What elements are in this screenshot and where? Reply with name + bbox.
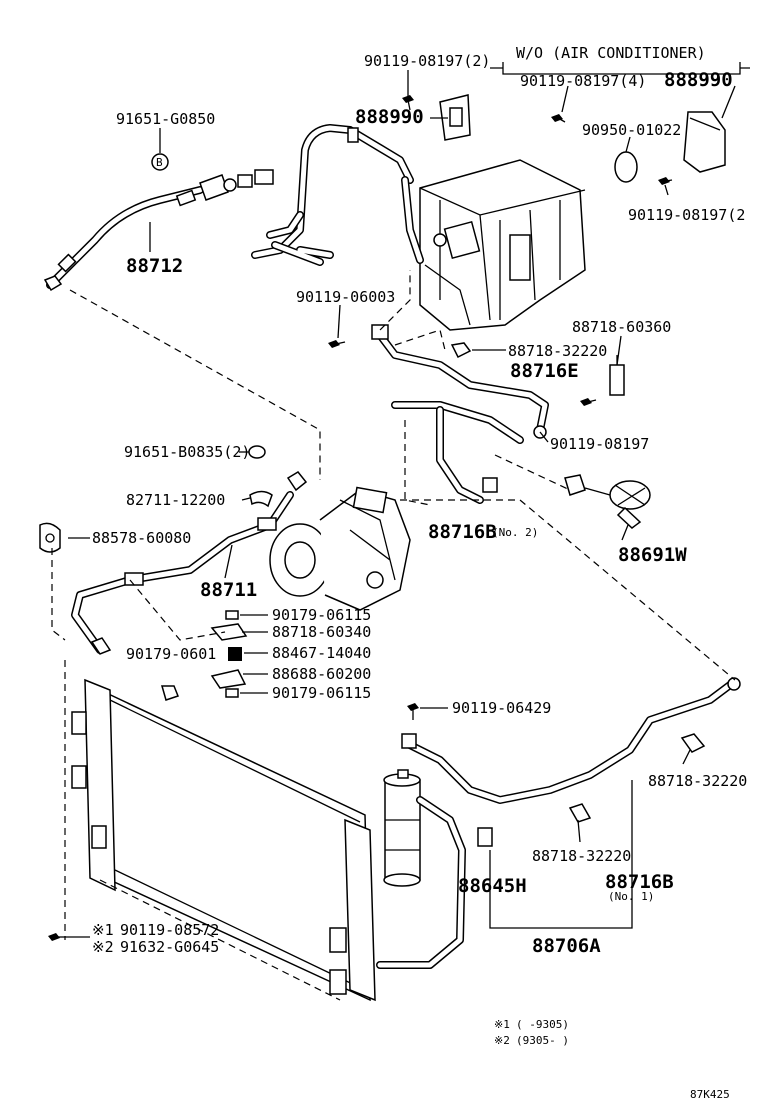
circle-b-marker: B xyxy=(151,153,169,171)
label-90179-06115-a: 90179-06115 xyxy=(272,606,371,624)
label-88467-14040: 88467-14040 xyxy=(272,644,371,662)
label-88688-60200: 88688-60200 xyxy=(272,665,371,683)
label-88716e: 88716E xyxy=(510,360,579,382)
liquid-pipe-88716b-no1 xyxy=(376,677,741,969)
label-88718-60360: 88718-60360 xyxy=(572,318,671,336)
footnotes: ※1 ( -9305) ※2 (9305- ) xyxy=(494,1018,569,1047)
bolt-icon xyxy=(48,95,673,941)
label-91651-b0835: 91651-B0835(2) xyxy=(124,443,250,461)
label-90119-08197-2: 90119-08197(2) xyxy=(364,52,490,70)
circle-b-text: B xyxy=(156,156,163,169)
mark-1: ※1 xyxy=(92,921,114,939)
label-91651-g0850: 91651-G0850 xyxy=(116,110,215,128)
label-90950-01022: 90950-01022 xyxy=(582,121,681,139)
compressor xyxy=(269,486,411,611)
label-88718-60340: 88718-60340 xyxy=(272,623,371,641)
part-labels: 90119-08197(2) W/O (AIR CONDITIONER) 901… xyxy=(92,44,747,957)
label-88716b-no1: 88716B xyxy=(605,871,674,893)
duct-cover-b xyxy=(683,111,726,173)
expansion-valve-88691w xyxy=(564,474,651,529)
receiver-dryer xyxy=(383,769,421,887)
routing-lines xyxy=(51,270,736,1001)
label-88691w: 88691W xyxy=(618,544,687,566)
footnote-2-mark: ※2 xyxy=(494,1034,510,1047)
label-90119-08197-4: 90119-08197(4) xyxy=(520,72,646,90)
label-888990-b: 888990 xyxy=(664,69,733,91)
label-88712: 88712 xyxy=(126,255,183,277)
label-88711: 88711 xyxy=(200,579,257,601)
mark-2: ※2 xyxy=(92,938,114,956)
footnote-1-text: ( -9305) xyxy=(516,1018,569,1031)
leader-lines xyxy=(66,62,750,938)
bracket-note: W/O (AIR CONDITIONER) xyxy=(516,44,706,62)
label-90119-06429: 90119-06429 xyxy=(452,699,551,717)
label-88718-32220-b: 88718-32220 xyxy=(648,772,747,790)
clamp-82711 xyxy=(249,490,273,508)
label-90179-06017: 90179-0601 xyxy=(126,645,216,663)
duct-cover-a xyxy=(439,94,471,141)
label-91632-g0645: 91632-G0645 xyxy=(120,938,219,956)
label-88718-32220-a: 88718-32220 xyxy=(508,342,607,360)
label-82711-12200: 82711-12200 xyxy=(126,491,225,509)
liquid-pipes-88716 xyxy=(371,324,625,504)
label-88716b-no2-sub: (No. 2) xyxy=(492,526,538,539)
label-888990-a: 888990 xyxy=(355,106,424,128)
footnote-2-text: (9305- ) xyxy=(516,1034,569,1047)
footnote-1-mark: ※1 xyxy=(494,1018,510,1031)
valve-stack xyxy=(161,610,248,701)
label-88716b-no1-sub: (No. 1) xyxy=(608,890,654,903)
label-88578-60080: 88578-60080 xyxy=(92,529,191,547)
label-90119-08572: 90119-08572 xyxy=(120,921,219,939)
diagram-ref-code: 87K425 xyxy=(690,1088,730,1101)
label-90119-08197: 90119-08197 xyxy=(550,435,649,453)
label-88718-32220-c: 88718-32220 xyxy=(532,847,631,865)
oring-91651 xyxy=(248,445,266,459)
label-88645h: 88645H xyxy=(458,875,527,897)
evaporator-unit xyxy=(419,159,586,331)
evaporator-pipes xyxy=(237,124,424,266)
clip-88578 xyxy=(39,522,61,553)
plug-90950 xyxy=(614,151,638,183)
label-88716b-no2: 88716B xyxy=(428,521,497,543)
discharge-hose-88711 xyxy=(71,471,308,655)
suction-hose-88712 xyxy=(43,174,237,292)
label-90119-08197-2b: 90119-08197(2 xyxy=(628,206,745,224)
label-90179-06115-b: 90179-06115 xyxy=(272,684,371,702)
label-90119-06003: 90119-06003 xyxy=(296,288,395,306)
label-88706a: 88706A xyxy=(532,935,601,957)
condenser xyxy=(71,678,376,1002)
